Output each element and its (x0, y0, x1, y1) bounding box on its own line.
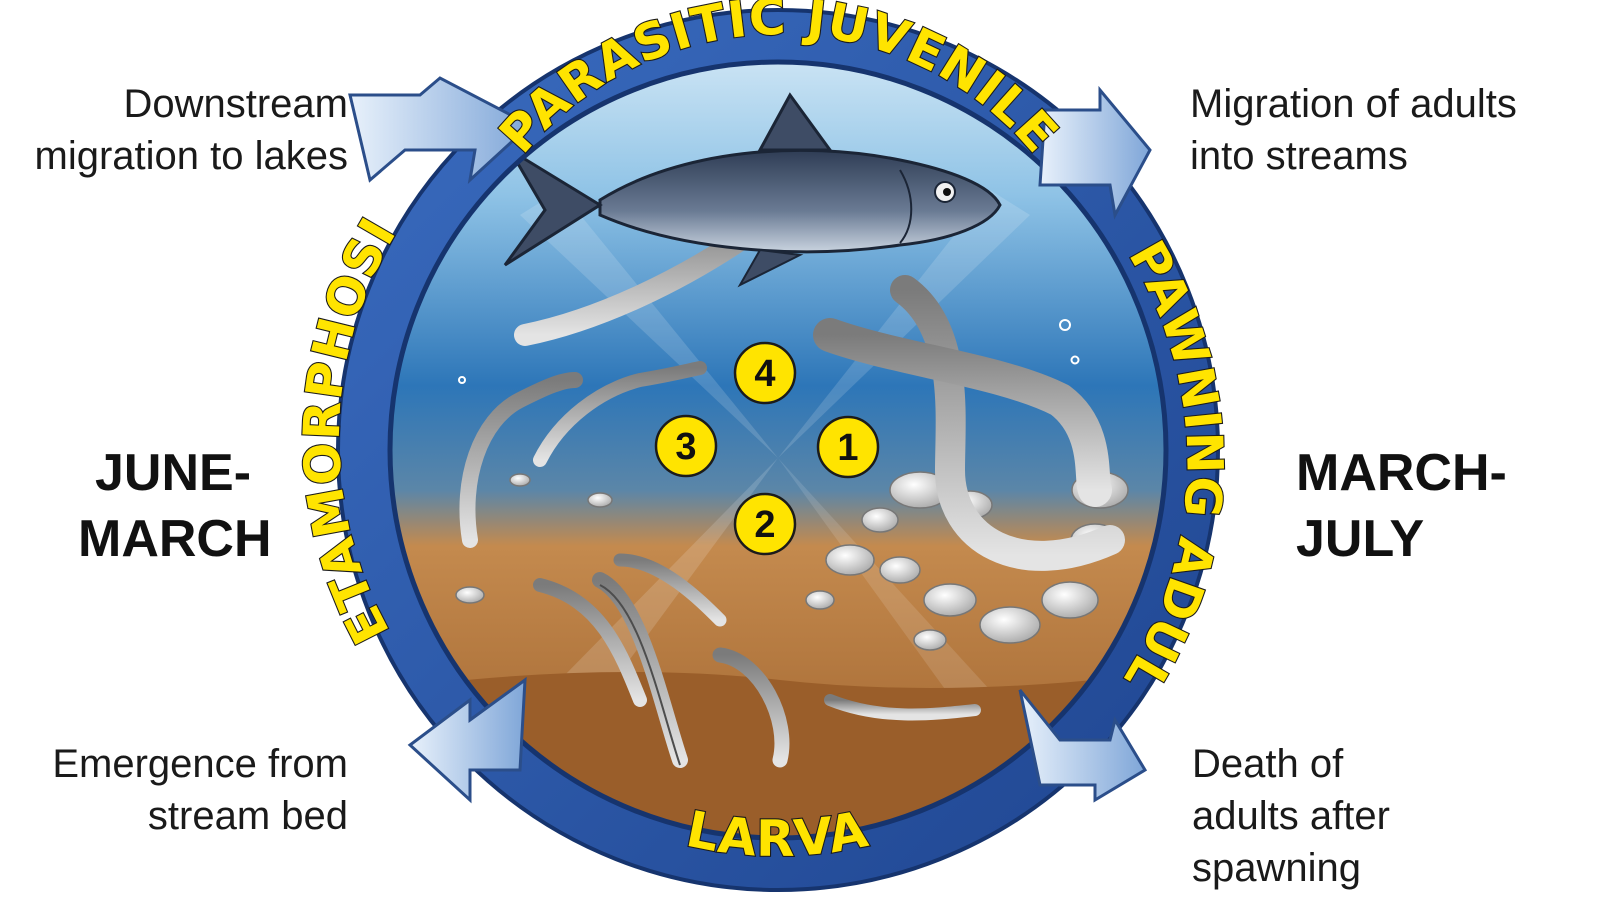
stage-badge-4: 4 (735, 343, 795, 403)
stage-number-2: 2 (754, 504, 775, 546)
stage-badge-3: 3 (656, 416, 716, 476)
stage-badge-1: 1 (818, 417, 878, 477)
stage-badge-2: 2 (735, 494, 795, 554)
stage-label-larva: LARVA (682, 800, 873, 868)
stage-number-1: 1 (837, 427, 858, 469)
stage-label-metamorphosis: METAMORPHOSIS (0, 0, 408, 653)
stage-number-4: 4 (754, 353, 775, 395)
stage-number-3: 3 (675, 426, 696, 468)
